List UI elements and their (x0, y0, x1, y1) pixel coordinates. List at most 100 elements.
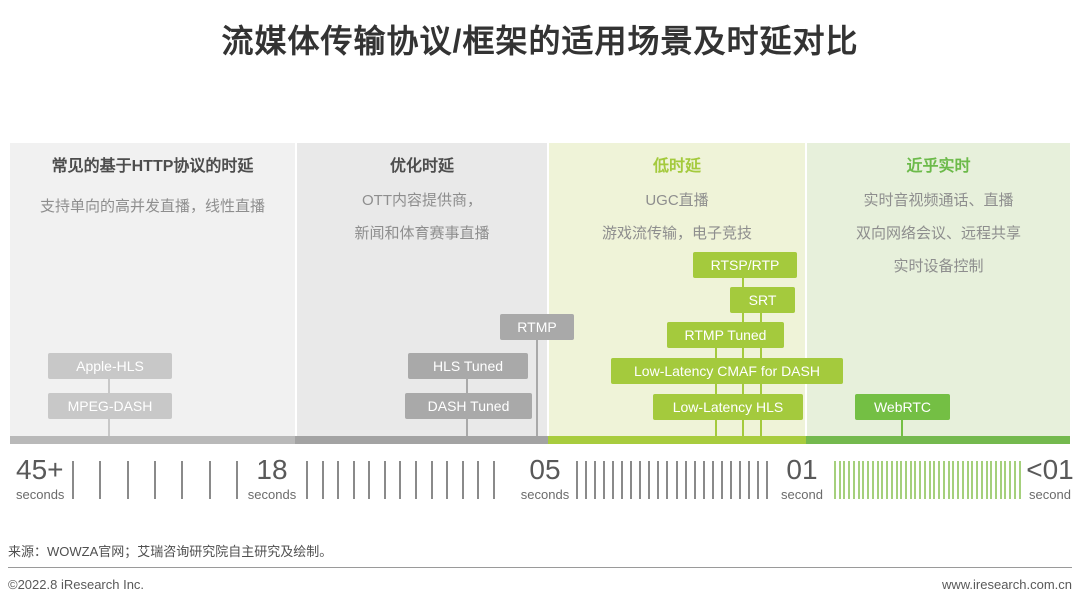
tick-mark (957, 461, 960, 499)
tick-mark (126, 461, 129, 499)
tick-mark (890, 461, 893, 499)
tick-mark (848, 461, 851, 499)
timeline-label-18s: 18 seconds (242, 455, 302, 503)
tick-mark (909, 461, 912, 499)
timeline-value: 01 (786, 454, 818, 485)
connector-line (536, 340, 538, 436)
tick-mark (684, 461, 687, 499)
protocol-box-dash-tuned: DASH Tuned (405, 393, 532, 419)
latency-strip-http (10, 436, 295, 444)
protocol-box-rtsp-rtp: RTSP/RTP (693, 252, 797, 278)
tick-mark (630, 461, 633, 499)
latency-strip-low (548, 436, 806, 444)
tick-mark (576, 461, 578, 499)
tick-mark (738, 461, 741, 499)
connector-line (466, 419, 468, 436)
tick-mark (1004, 461, 1007, 499)
tick-mark (585, 461, 588, 499)
tick-mark (729, 461, 732, 499)
tick-mark (446, 461, 449, 499)
timeline-unit: seconds (247, 487, 297, 502)
tick-mark (747, 461, 750, 499)
tick-group-18-05 (306, 461, 495, 499)
tick-mark (208, 461, 211, 499)
column-text: 实时音视频通话、直播 (863, 192, 1014, 209)
timeline-value: <01 (1026, 454, 1074, 485)
column-text: 游戏流传输，电子竞技 (601, 225, 752, 242)
tick-mark (383, 461, 386, 499)
tick-mark (942, 461, 945, 499)
tick-mark (999, 461, 1002, 499)
connector-line (742, 276, 744, 436)
column-header: 常见的基于HTTP协议的时延 (51, 158, 254, 175)
tick-mark (871, 461, 874, 499)
tick-mark (886, 461, 889, 499)
tick-mark (867, 461, 870, 499)
timeline-label-05s: 05 seconds (515, 455, 575, 503)
protocol-box-low-latency-cmaf: Low-Latency CMAF for DASH (611, 358, 843, 384)
tick-mark (985, 461, 988, 499)
column-header: 近乎实时 (906, 158, 971, 175)
tick-mark (881, 461, 884, 499)
timeline-label-sub01s: <01 second (1022, 455, 1078, 503)
tick-mark (980, 461, 983, 499)
tick-mark (352, 461, 355, 499)
protocol-box-apple-hls: Apple-HLS (48, 353, 172, 379)
connector-line (108, 379, 110, 393)
tick-mark (337, 461, 340, 499)
tick-mark (857, 461, 860, 499)
column-text: 双向网络会议、远程共享 (855, 225, 1021, 242)
timeline-unit: seconds (520, 487, 570, 502)
tick-group-45-18 (72, 461, 238, 499)
tick-mark (430, 461, 433, 499)
column-http-latency: 常见的基于HTTP协议的时延 支持单向的高并发直播，线性直播 (10, 143, 295, 436)
tick-mark (990, 461, 993, 499)
tick-mark (235, 461, 238, 499)
tick-mark (603, 461, 606, 499)
tick-mark (756, 461, 759, 499)
tick-group-05-01 (576, 461, 768, 499)
column-header: 低时延 (652, 158, 701, 175)
tick-mark (492, 461, 495, 499)
protocol-box-srt: SRT (730, 287, 795, 313)
tick-mark (368, 461, 371, 499)
timeline-value: 05 (529, 454, 561, 485)
protocol-box-low-latency-hls: Low-Latency HLS (653, 394, 803, 420)
tick-mark (711, 461, 714, 499)
latency-strip-realtime (806, 436, 1070, 444)
protocol-box-rtmp-tuned: RTMP Tuned (667, 322, 784, 348)
tick-mark (900, 461, 903, 499)
connector-line (108, 419, 110, 436)
tick-mark (862, 461, 865, 499)
tick-mark (612, 461, 615, 499)
column-near-realtime: 近乎实时 实时音视频通话、直播 双向网络会议、远程共享 实时设备控制 (807, 143, 1070, 436)
timeline-unit: seconds (16, 487, 65, 502)
tick-mark (648, 461, 651, 499)
tick-mark (933, 461, 936, 499)
tick-mark (657, 461, 660, 499)
tick-mark (947, 461, 950, 499)
tick-mark (765, 461, 768, 499)
tick-mark (966, 461, 969, 499)
tick-mark (666, 461, 669, 499)
timeline-unit: second (781, 487, 823, 502)
column-optimized-latency: 优化时延 OTT内容提供商， 新闻和体育赛事直播 (297, 143, 547, 436)
tick-mark (843, 461, 846, 499)
tick-mark (923, 461, 926, 499)
tick-mark (1018, 461, 1021, 499)
website-link[interactable]: www.iresearch.com.cn (941, 577, 1072, 592)
column-text: OTT内容提供商， (362, 192, 482, 209)
tick-mark (1009, 461, 1012, 499)
page-title: 流媒体传输协议/框架的适用场景及时延对比 (221, 23, 859, 59)
tick-mark (971, 461, 974, 499)
protocol-box-rtmp: RTMP (500, 314, 574, 340)
tick-mark (306, 461, 308, 499)
connector-line (715, 346, 717, 436)
tick-mark (876, 461, 879, 499)
tick-group-sub01 (834, 461, 1021, 499)
tick-mark (621, 461, 624, 499)
tick-mark (834, 461, 836, 499)
timeline-value: 18 (256, 454, 288, 485)
tick-mark (905, 461, 908, 499)
